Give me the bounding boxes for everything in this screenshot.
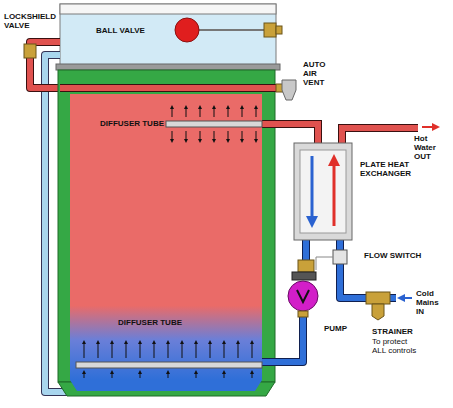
part-label: PLATE HEAT EXCHANGER — [360, 160, 411, 178]
part-label: Hot Water OUT — [414, 134, 436, 162]
thermal-store — [56, 64, 280, 396]
part-label: To protect ALL controls — [372, 337, 420, 355]
part-label: Cold Mains IN — [416, 289, 439, 317]
top-diffuser — [166, 107, 318, 143]
part-label: LOCKSHIELD VALVE — [4, 12, 56, 30]
bottom-diffuser — [76, 342, 262, 378]
part-label: BALL VALVE — [96, 26, 145, 35]
plate-heat-exchanger — [294, 143, 352, 240]
air-vent — [276, 80, 296, 100]
pipework — [30, 42, 278, 392]
part-label: STRAINER — [372, 327, 413, 336]
part-label: DIFFUSER TUBE — [118, 318, 182, 327]
lockshield-valve — [24, 44, 36, 58]
part-label: AUTO AIR VENT — [303, 60, 326, 88]
part-label: PUMP — [324, 324, 347, 333]
part-label: DIFFUSER TUBE — [100, 119, 164, 128]
part-label: FLOW SWITCH — [364, 251, 421, 260]
header-tank — [60, 4, 282, 66]
controls — [288, 250, 390, 320]
